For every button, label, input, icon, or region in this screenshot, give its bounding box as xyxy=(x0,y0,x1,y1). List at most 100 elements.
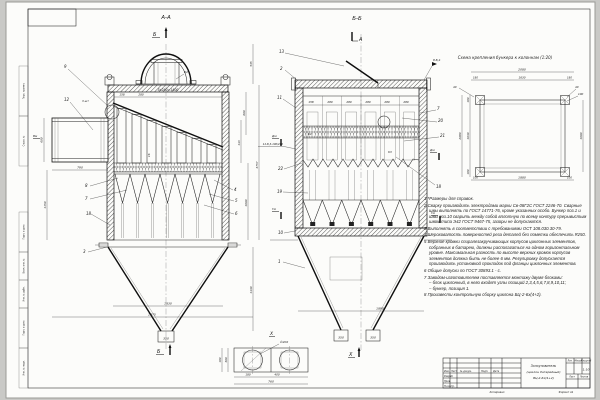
dim: 40 xyxy=(575,85,579,89)
format-label: Формат А1 xyxy=(559,390,574,394)
hopper-bb xyxy=(270,235,452,342)
margin-column: Перв. примен. Справ. № Подп. и дата Взам… xyxy=(18,65,29,389)
dim: 1150 xyxy=(43,201,47,208)
element-tails xyxy=(309,170,413,200)
tb-massa: Масса xyxy=(575,360,583,363)
technical-notes: 1 *Размеры для справок. 2 Сварку произво… xyxy=(424,196,590,299)
doc-name-3: БЦ-2-6х(4+2) xyxy=(533,376,554,380)
note-item: 7 Заводом-изготовителем поставляется мон… xyxy=(424,274,566,291)
dim: 180 xyxy=(466,97,470,102)
left-wall xyxy=(294,87,304,229)
pos-21: 21 xyxy=(440,133,445,138)
section-arrow xyxy=(168,344,172,348)
dim: 280 xyxy=(346,100,352,104)
tb-doc: № докум. xyxy=(459,370,472,373)
dim: 1600 xyxy=(244,199,248,206)
pos-7: 7 xyxy=(85,196,88,201)
dim: 2080 xyxy=(458,132,462,139)
pos-20: 20 xyxy=(438,118,444,123)
dim: 1430 xyxy=(249,286,253,293)
tb-podp: Подп. xyxy=(481,370,488,373)
detail-x: Х ∅202 300 180 180 400 760 xyxy=(218,331,309,385)
note-item: 3 Выполнять в соответствии с требованиям… xyxy=(424,225,562,231)
copied-label: Копировал xyxy=(490,390,505,394)
weld-label: 8-Б,4 xyxy=(433,58,441,62)
pos-13: 13 xyxy=(279,49,285,54)
dim: 280 xyxy=(403,100,409,104)
hopper-ring xyxy=(294,227,428,237)
pos-9: 9 xyxy=(64,64,67,69)
dim: 3757 xyxy=(255,161,259,168)
dim: 350 xyxy=(163,337,169,341)
dim: 280 xyxy=(327,100,333,104)
pos-11: 11 xyxy=(277,95,282,100)
marker-gm-left: Гм xyxy=(272,207,277,211)
dim: 1880 xyxy=(518,176,526,180)
dim: 2080 xyxy=(518,68,526,72)
tb-masshtab: Масштаб xyxy=(581,360,592,363)
dim: 350 xyxy=(370,336,376,340)
pos-7: 7 xyxy=(437,106,440,111)
tube-plate xyxy=(302,125,420,139)
weld-flag xyxy=(432,62,437,66)
top-plate xyxy=(294,79,428,89)
dim: 280 xyxy=(138,93,144,97)
dim: 100 xyxy=(567,176,572,180)
tb-list2: Лист xyxy=(568,376,575,379)
dim: 180 xyxy=(245,373,251,377)
margin-label: Перв. примен. xyxy=(23,82,26,99)
margin-label: Подп. и дата xyxy=(23,224,26,240)
dim: 280 xyxy=(384,100,390,104)
margin-label: Инв. № подл. xyxy=(23,360,26,375)
pos-16: 16 xyxy=(147,153,151,157)
dim: 143 xyxy=(237,140,241,146)
note-item: 4 Шероховатость поверхностей реза детале… xyxy=(424,232,586,238)
pos-4: 4 xyxy=(234,187,237,192)
title-block: Изм. Лист № докум. Подп. Дата Разраб. Пр… xyxy=(442,357,592,389)
section-marker-b-bottom: Б xyxy=(157,349,161,355)
dim: 600 xyxy=(40,137,44,143)
dim: 180 xyxy=(218,357,222,362)
element-funnels xyxy=(114,173,222,238)
pos-19: 19 xyxy=(277,189,283,194)
marker-vm: Бм xyxy=(33,134,38,138)
section-marker-b-top: Б xyxy=(153,32,157,38)
note-item: 8 Произвести контрольную сборку циклона … xyxy=(424,292,542,298)
pos-5: 5 xyxy=(235,198,238,203)
dim: 300 xyxy=(224,357,228,363)
note-item: 6 Общие допуски по ГОСТ 30893.1 - с. xyxy=(424,267,501,273)
tb-listov: Листов xyxy=(579,376,589,379)
dim: 350 xyxy=(338,336,344,340)
tb-list: Лист xyxy=(450,370,458,373)
pos-18: 18 xyxy=(436,184,442,189)
detail-x-title: Х xyxy=(269,331,274,337)
label-k2: К2 xyxy=(184,70,188,74)
margin-label: Взам. инв. № xyxy=(23,259,26,274)
dim: 1830 xyxy=(164,302,172,306)
dim: 1630 xyxy=(518,76,525,80)
pos-6: 6 xyxy=(235,211,238,216)
qty-label: 3 шт xyxy=(82,99,89,103)
dim: 790 xyxy=(77,166,83,170)
marker-dm-left: Дм xyxy=(271,134,277,138)
tb-data: Дата xyxy=(492,370,500,373)
pos-22: 22 xyxy=(278,166,284,171)
note-item: 2 Сварку производить электродами марки С… xyxy=(424,202,588,225)
dim: 180 xyxy=(567,76,572,80)
dim: 100 xyxy=(578,92,584,96)
dim: 400 xyxy=(274,373,280,377)
dome-cap xyxy=(135,53,197,85)
tb-izm: Изм. xyxy=(444,370,450,373)
left-wall xyxy=(106,91,115,241)
label-k1: К1 xyxy=(308,132,312,136)
margin-label: Справ. № xyxy=(23,136,26,147)
dim: 600 xyxy=(242,110,246,116)
view-arrow xyxy=(357,347,361,351)
dim-diameter: ∅202 xyxy=(280,340,288,344)
doc-name-2: (циклон батарейный) xyxy=(526,370,560,374)
dim: 158 xyxy=(308,100,314,104)
dim: 760 xyxy=(268,380,274,384)
note-item: 1 *Размеры для справок. xyxy=(424,196,474,201)
